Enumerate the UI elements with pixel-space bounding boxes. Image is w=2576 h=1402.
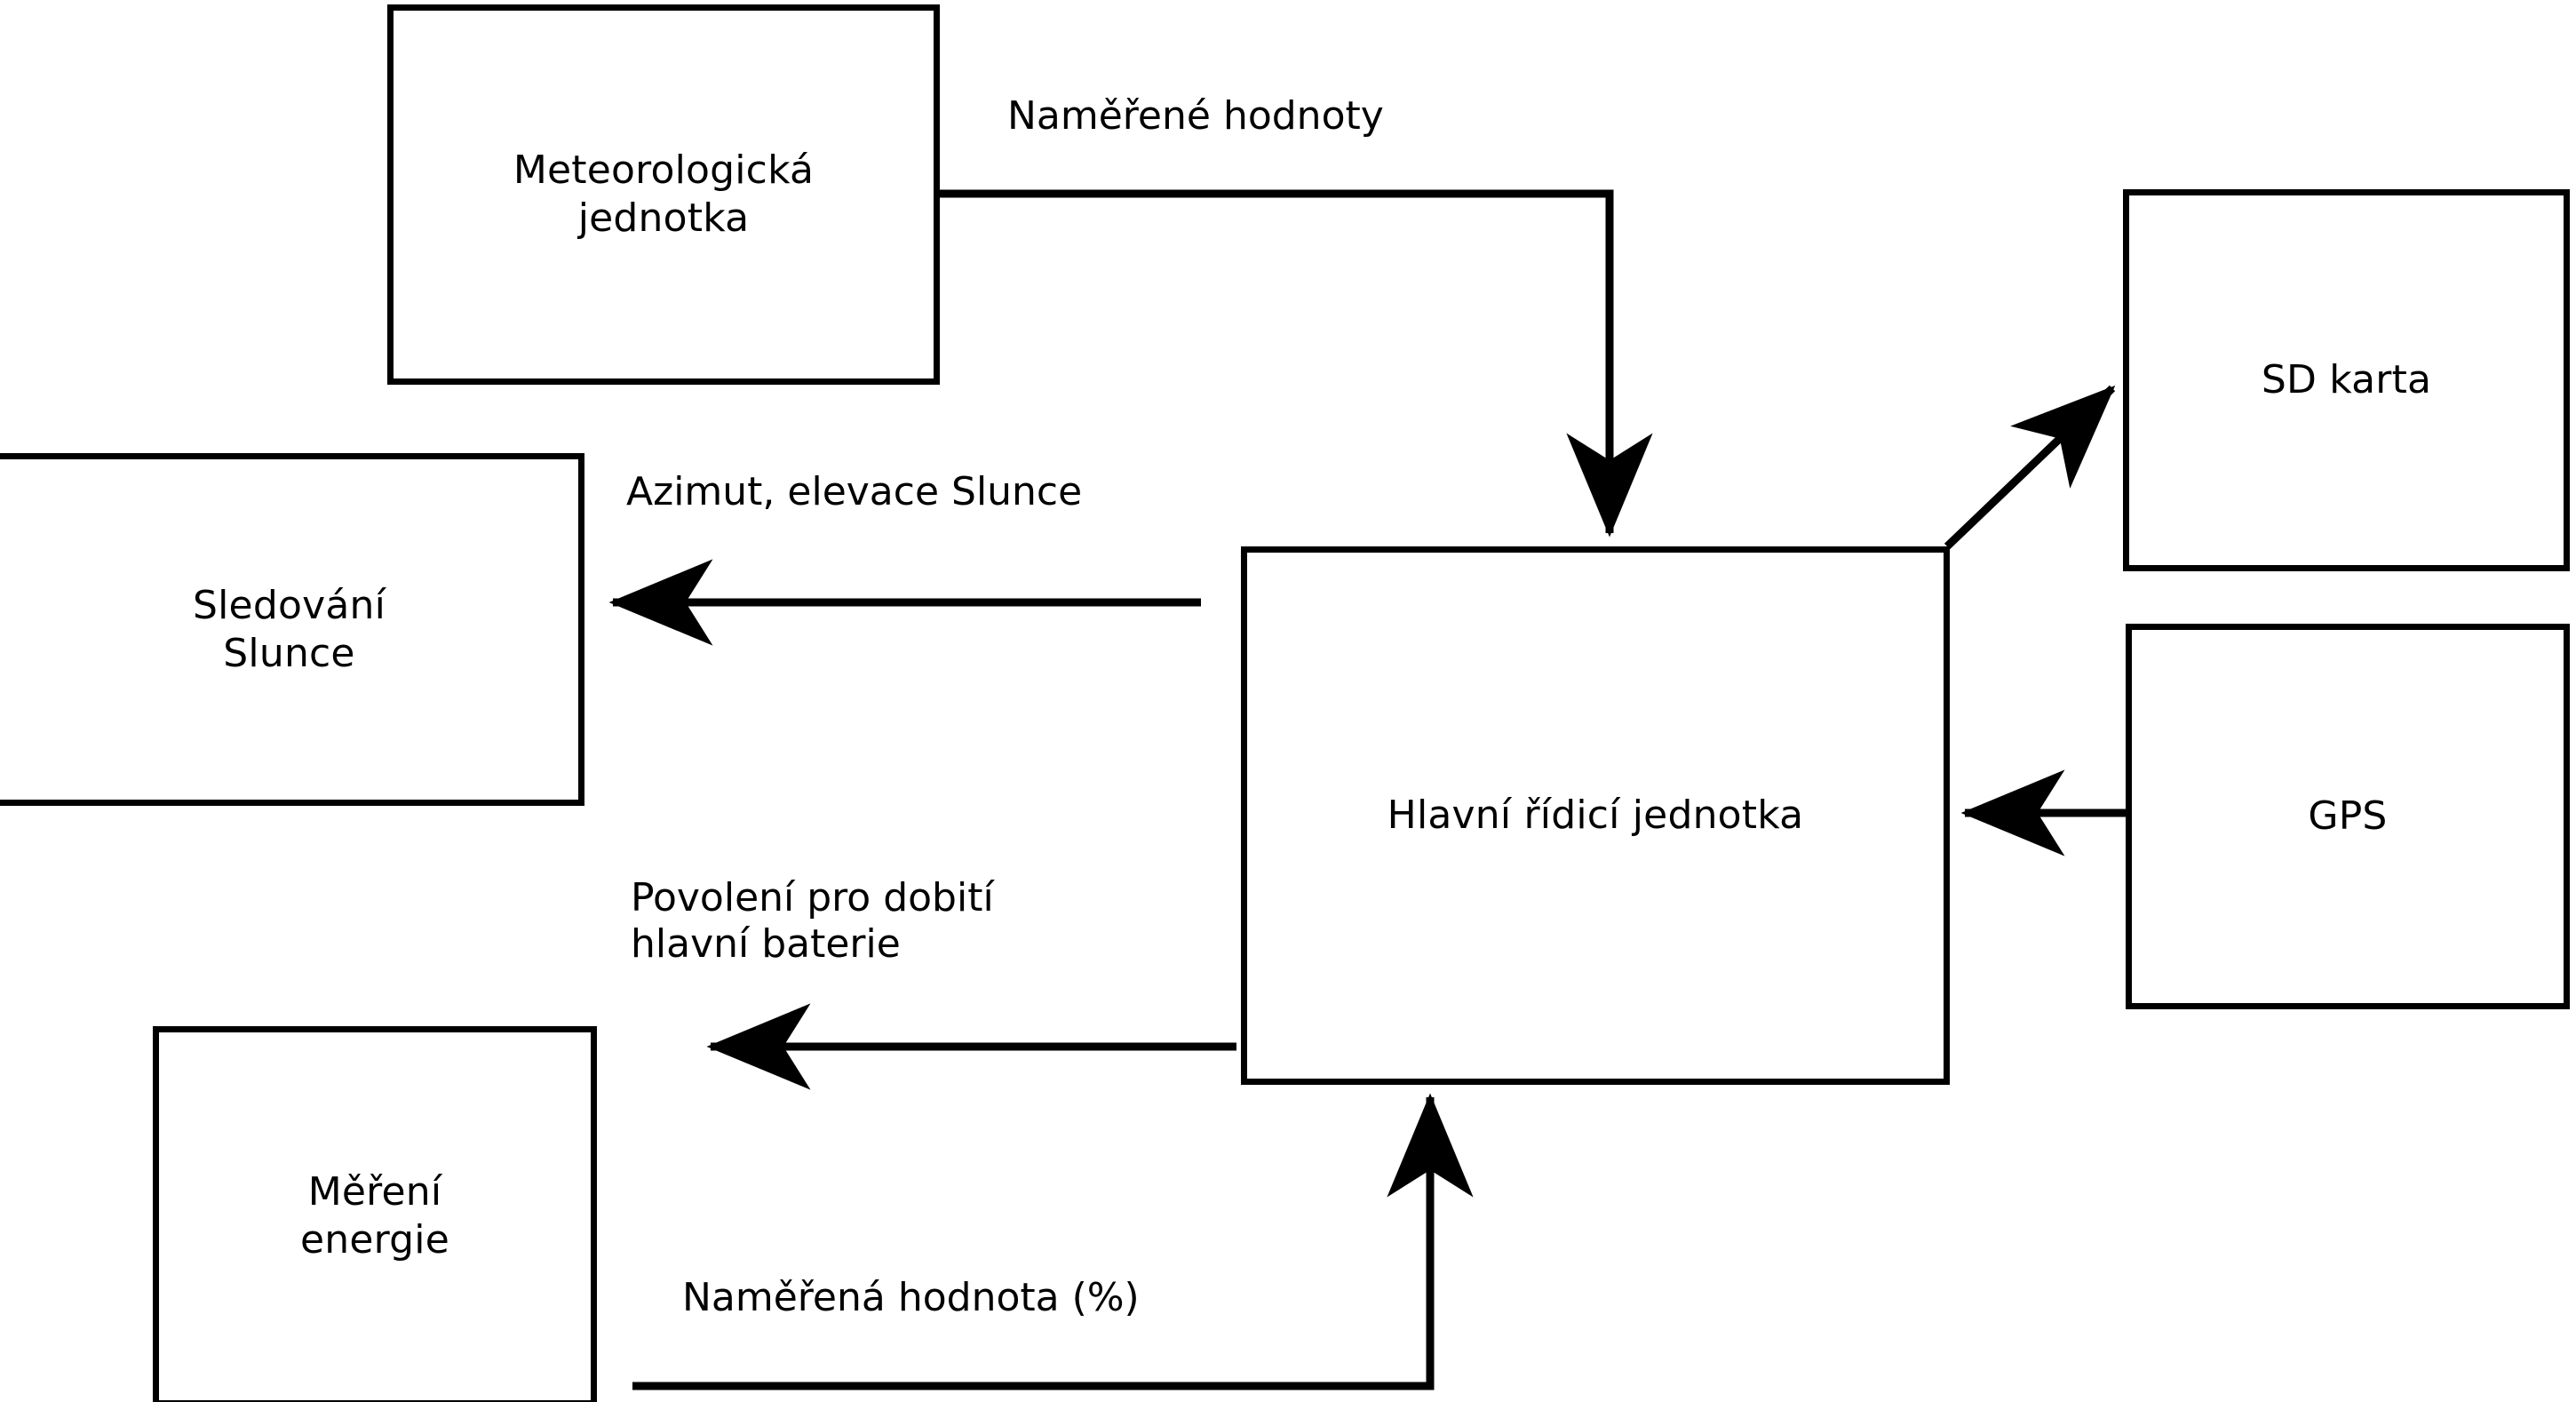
edge-label-namerene-hodnoty: Naměřené hodnoty [1007,93,1384,139]
node-mereni-energie[interactable]: Měření energie [153,1026,597,1402]
connector-energy-to-main [632,1093,1474,1390]
node-sledovani-slunce[interactable]: Sledování Slunce [0,453,584,806]
edge-label-azimut-elevace-slunce: Azimut, elevace Slunce [626,469,1083,514]
node-sd-karta[interactable]: SD karta [2123,189,2570,571]
node-meteorologicka-jednotka[interactable]: Meteorologická jednotka [387,4,940,385]
node-label-main: Hlavní řídicí jednotka [1387,793,1804,839]
node-gps[interactable]: GPS [2126,624,2570,1009]
node-label-sdcard: SD karta [2261,357,2432,403]
connector-meteo-to-main [940,189,1653,538]
edge-label-povoleni-pro-dobiti-hlavni-baterie: Povolení pro dobití hlavní baterie [631,875,994,967]
connector-main-to-sdcard [1944,385,2116,550]
edge-label-namerena-hodnota-procent: Naměřená hodnota (%) [682,1275,1140,1320]
node-hlavni-ridici-jednotka[interactable]: Hlavní řídicí jednotka [1241,546,1950,1085]
node-label-tracking: Sledování Slunce [193,582,386,676]
node-label-energy: Měření energie [300,1169,449,1263]
node-label-meteo: Meteorologická jednotka [513,147,815,241]
node-label-gps: GPS [2308,793,2388,840]
